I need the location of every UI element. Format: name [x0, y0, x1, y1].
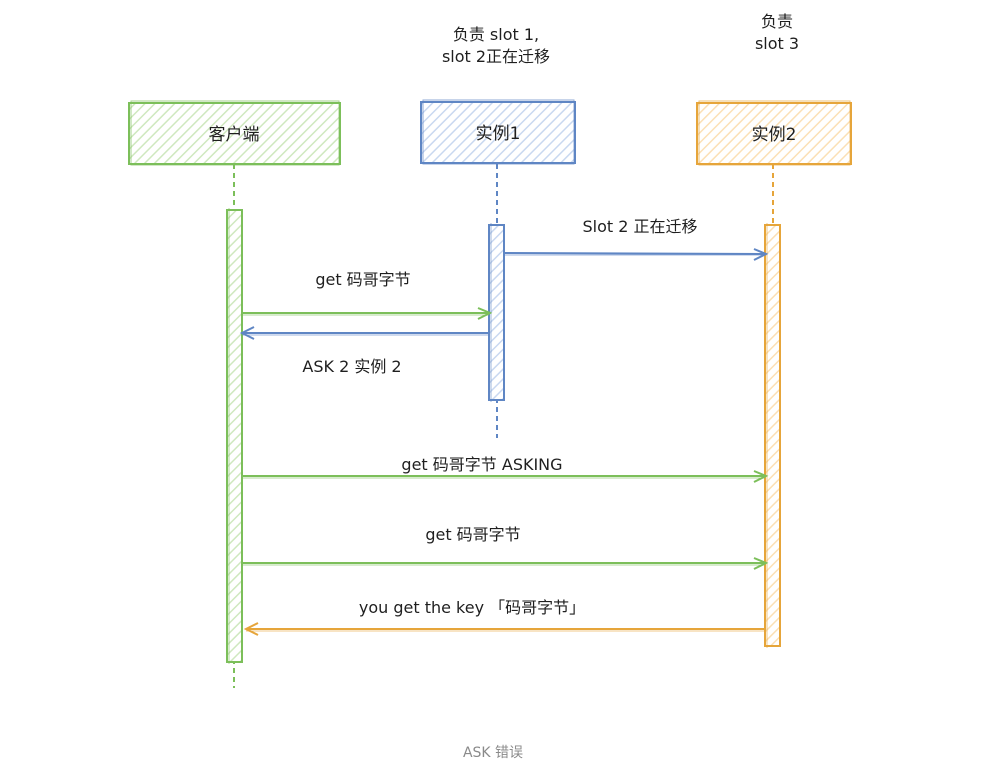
client-box — [128, 102, 341, 165]
message-asking: get 码哥字节 ASKING — [242, 455, 769, 483]
message-ask-label: ASK 2 实例 2 — [302, 357, 401, 376]
message-asking-label: get 码哥字节 ASKING — [401, 455, 562, 474]
instance1-actor: 实例1 — [420, 99, 576, 165]
arrowhead-right-icon — [753, 248, 769, 261]
instance2-note-line2: slot 3 — [755, 34, 799, 53]
instance2-note: 负责 slot 3 — [755, 12, 799, 53]
message-reply-label: you get the key 「码哥字节」 — [359, 598, 585, 617]
arrowhead-right-icon — [753, 557, 769, 570]
figure-caption: ASK 错误 — [463, 745, 523, 761]
client-activation — [226, 209, 243, 663]
instance2-note-line1: 负责 — [761, 12, 793, 31]
message-reply: you get the key 「码哥字节」 — [243, 598, 765, 636]
message-migrating-label: Slot 2 正在迁移 — [582, 217, 697, 236]
client-actor: 客户端 — [128, 100, 341, 166]
message-ask: ASK 2 实例 2 — [239, 326, 489, 376]
message-get2: get 码哥字节 — [242, 525, 769, 570]
instance2-box — [696, 102, 852, 165]
arrowhead-left-icon — [243, 622, 259, 636]
message-get1: get 码哥字节 — [242, 270, 493, 320]
instance1-note-line1: 负责 slot 1, — [453, 25, 539, 44]
message-migrating: Slot 2 正在迁移 — [503, 217, 769, 261]
message-get1-label: get 码哥字节 — [315, 270, 410, 289]
arrowhead-left-icon — [239, 326, 255, 340]
arrowhead-right-icon — [477, 307, 493, 320]
instance1-label: 实例1 — [476, 124, 521, 144]
instance2-label: 实例2 — [752, 125, 797, 145]
instance1-box — [420, 101, 576, 164]
client-label: 客户端 — [209, 125, 260, 145]
instance1-note: 负责 slot 1, slot 2正在迁移 — [442, 25, 550, 66]
message-get2-label: get 码哥字节 — [425, 525, 520, 544]
instance1-note-line2: slot 2正在迁移 — [442, 47, 550, 66]
instance2-actor: 实例2 — [696, 100, 852, 166]
instance2-activation — [764, 224, 781, 647]
arrowhead-right-icon — [753, 470, 769, 483]
activations — [226, 208, 781, 664]
